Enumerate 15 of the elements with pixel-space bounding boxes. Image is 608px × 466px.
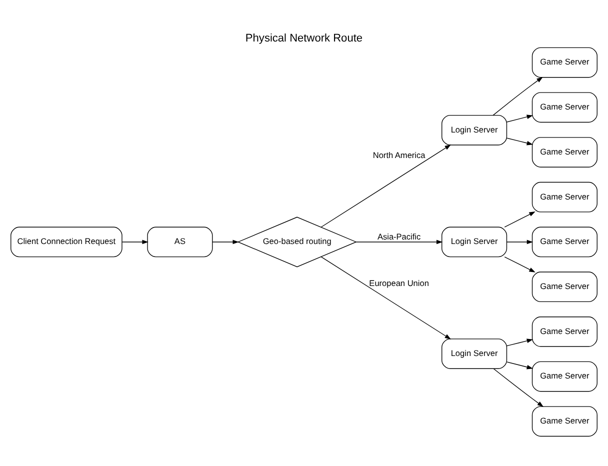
arrow [506, 362, 534, 370]
arrow [212, 240, 239, 244]
arrow [506, 338, 534, 346]
arrow [122, 240, 148, 244]
arrow [320, 256, 452, 340]
arrow [320, 144, 452, 228]
arrow [504, 212, 536, 228]
arrow [492, 76, 543, 116]
arrow [504, 256, 536, 272]
arrow [506, 114, 534, 122]
arrow [506, 138, 534, 146]
arrow [356, 240, 443, 244]
arrow [506, 240, 534, 244]
diagram-title: Physical Network Route [245, 32, 363, 44]
arrow [493, 368, 544, 407]
